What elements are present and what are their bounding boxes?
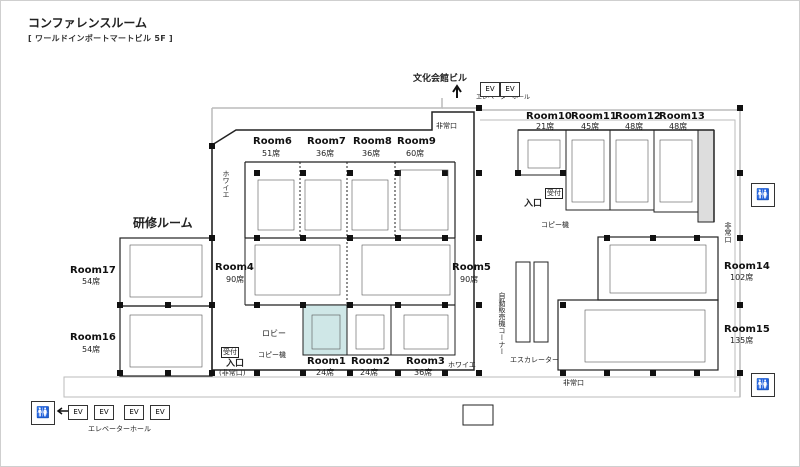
room4-name: Room4 <box>215 262 254 273</box>
room7-name: Room7 <box>307 136 346 147</box>
room7-seats: 36席 <box>316 149 335 158</box>
foyer-label-top: ホワイエ <box>222 170 230 198</box>
elevator-hall-label-top: エレベーターホール <box>476 94 531 101</box>
elevator-button-bottom-2: EV <box>94 405 114 420</box>
elevator-button-bottom-3: EV <box>124 405 144 420</box>
room1-name: Room1 <box>307 356 346 367</box>
entrance-label-right: 入口 <box>524 199 543 209</box>
room6-seats: 51席 <box>262 149 281 158</box>
room2-seats: 24席 <box>360 368 379 377</box>
foyer-label-bottom: ホワイエ <box>448 361 476 369</box>
room13-name: Room13 <box>659 111 705 122</box>
emergency-exit-bottom: 非常口 <box>563 379 584 387</box>
room1-seats: 24席 <box>316 368 335 377</box>
room9-seats: 60席 <box>406 149 425 158</box>
room8-seats: 36席 <box>362 149 381 158</box>
copier-label-lobby: コピー機 <box>258 351 286 359</box>
restroom-icon: 🚻 <box>751 373 775 397</box>
restroom-icon: 🚻 <box>751 183 775 207</box>
restroom-icon: 🚻 <box>31 401 55 425</box>
emergency-exit-right: 非常口 <box>724 222 732 243</box>
room11-seats: 45席 <box>581 122 600 131</box>
reception-desk-lobby: 受付 <box>221 347 239 358</box>
room5-name: Room5 <box>452 262 491 273</box>
copier-label-right: コピー機 <box>541 221 569 229</box>
room14-name: Room14 <box>724 261 770 272</box>
room14-seats: 102席 <box>730 273 754 282</box>
room16-name: Room16 <box>70 332 116 343</box>
room12-seats: 48席 <box>625 122 644 131</box>
room3-seats: 36席 <box>414 368 433 377</box>
building-floor-subtitle: [ ワールドインポートマートビル 5F ] <box>28 34 173 43</box>
entrance-label-lobby: 入口 <box>226 359 245 369</box>
room6-name: Room6 <box>253 136 292 147</box>
room4-seats: 90席 <box>226 275 245 284</box>
room15-name: Room15 <box>724 324 770 335</box>
room9-name: Room9 <box>397 136 436 147</box>
escalator-label: エスカレーター <box>510 356 559 364</box>
elevator-button-bottom-4: EV <box>150 405 170 420</box>
emergency-exit-top: 非常口 <box>436 122 457 130</box>
entrance-sub-label: (非常口) <box>219 369 246 377</box>
room12-name: Room12 <box>615 111 661 122</box>
elevator-hall-label-bottom: エレベーターホール <box>88 425 151 433</box>
reception-desk-right: 受付 <box>545 188 563 199</box>
room17-name: Room17 <box>70 265 116 276</box>
room13-seats: 48席 <box>669 122 688 131</box>
room5-seats: 90席 <box>460 275 479 284</box>
training-room-label: 研修ルーム <box>133 216 193 230</box>
room2-name: Room2 <box>351 356 390 367</box>
room8-name: Room8 <box>353 136 392 147</box>
page-title: コンファレンスルーム <box>28 16 148 30</box>
room3-name: Room3 <box>406 356 445 367</box>
elevator-button-top-1: EV <box>480 82 500 97</box>
elevator-button-bottom-1: EV <box>68 405 88 420</box>
north-building-label: 文化会館ビル <box>413 74 468 84</box>
lobby-label: ロビー <box>262 329 286 338</box>
room15-seats: 135席 <box>730 336 754 345</box>
vending-corner-label: 自動販売機コーナー <box>498 292 506 355</box>
room16-seats: 54席 <box>82 345 101 354</box>
elevator-button-top-2: EV <box>500 82 520 97</box>
room17-seats: 54席 <box>82 277 101 286</box>
room10-name: Room10 <box>526 111 572 122</box>
room10-seats: 21席 <box>536 122 555 131</box>
room11-name: Room11 <box>571 111 617 122</box>
